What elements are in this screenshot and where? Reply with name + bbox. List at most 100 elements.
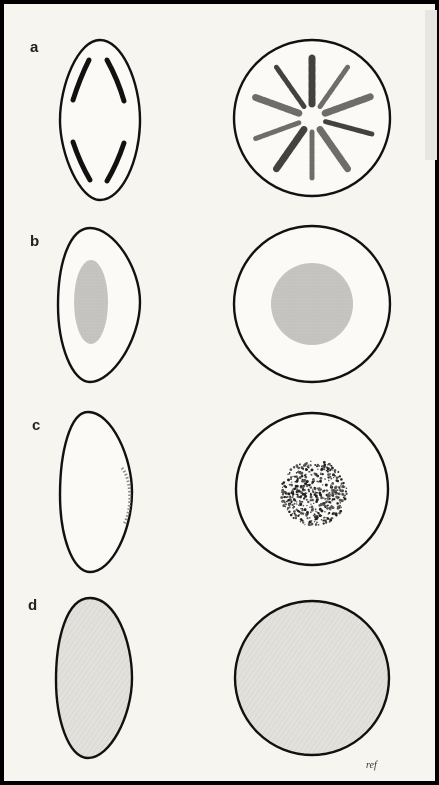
stipple-dot	[331, 492, 333, 494]
stipple-dot	[317, 512, 319, 514]
stipple-dot	[340, 478, 343, 481]
stipple-dot	[303, 486, 305, 488]
stipple-dot	[311, 506, 314, 509]
stipple-dot	[344, 495, 346, 497]
stipple-dot	[291, 490, 293, 492]
stipple-dot	[307, 466, 309, 468]
stipple-dot	[332, 506, 335, 509]
stipple-dot	[343, 485, 344, 486]
stipple-dot	[294, 503, 296, 505]
panel-b: b	[30, 226, 390, 382]
stipple-dot	[334, 472, 336, 474]
stipple-dot	[309, 507, 310, 508]
stipple-dot	[320, 509, 323, 512]
stipple-dot	[310, 499, 312, 501]
stipple-dot	[339, 475, 341, 477]
stipple-dot	[312, 478, 314, 480]
stipple-dot	[336, 476, 339, 479]
stipple-dot	[301, 501, 303, 503]
stipple-dot	[287, 496, 289, 498]
stipple-dot	[290, 468, 293, 471]
stipple-dot	[323, 522, 325, 524]
stipple-dot	[321, 468, 324, 471]
stipple-dot	[282, 494, 284, 496]
stipple-dot	[328, 477, 329, 478]
stipple-dot	[334, 490, 337, 493]
stipple-dot	[297, 510, 299, 512]
stipple-dot	[337, 480, 340, 483]
stipple-dot	[329, 492, 331, 494]
central-gray-disc	[271, 263, 353, 345]
stipple-dot	[326, 470, 327, 471]
stipple-dot	[322, 484, 323, 485]
stipple-dot	[337, 489, 339, 491]
stipple-dot	[306, 480, 309, 483]
stipple-dot	[341, 507, 342, 508]
stipple-dot	[322, 465, 324, 467]
stipple-dot	[324, 478, 325, 479]
stipple-dot	[317, 464, 319, 466]
stipple-dot	[336, 514, 338, 516]
stipple-dot	[284, 496, 286, 498]
stipple-dot	[315, 495, 318, 498]
stipple-dot	[299, 463, 301, 465]
stipple-dot	[319, 477, 322, 480]
stipple-dot	[293, 498, 296, 501]
stipple-dot	[292, 504, 294, 506]
panel-c-side-view	[60, 412, 132, 572]
stipple-dot	[300, 521, 302, 523]
stipple-dot	[310, 486, 313, 489]
stipple-dot	[311, 483, 312, 484]
stipple-dot	[327, 464, 328, 465]
stipple-dot	[282, 500, 284, 502]
stipple-dot	[332, 498, 334, 500]
stipple-dot	[301, 472, 303, 474]
stipple-dot	[294, 476, 296, 478]
stipple-dot	[315, 508, 317, 510]
panel-a-side-view	[60, 40, 140, 200]
stipple-dot	[319, 480, 322, 483]
stipple-dot	[304, 484, 305, 485]
stipple-dot	[306, 496, 307, 497]
panel-c: c	[32, 412, 388, 572]
stipple-dot	[295, 517, 298, 520]
stipple-dot	[299, 503, 302, 506]
stipple-dot	[337, 506, 340, 509]
stipple-dot	[328, 463, 329, 464]
stipple-dot	[306, 505, 307, 506]
stipple-dot	[310, 493, 312, 495]
stipple-dot	[326, 517, 327, 518]
stipple-dot	[309, 471, 311, 473]
stipple-dot	[322, 473, 324, 475]
stipple-dot	[291, 501, 293, 503]
stipple-dot	[307, 464, 309, 466]
stipple-dot	[315, 493, 316, 494]
stipple-dot	[320, 503, 323, 506]
stipple-dot	[303, 464, 306, 467]
stipple-dot	[325, 521, 327, 523]
stipple-dot	[338, 493, 340, 495]
panel-d-label: d	[28, 597, 37, 614]
stipple-dot	[337, 503, 339, 505]
stipple-dot	[308, 491, 309, 492]
stipple-dot	[343, 487, 344, 488]
stipple-dot	[329, 519, 332, 522]
stipple-dot	[282, 504, 285, 507]
stipple-dot	[323, 517, 325, 519]
stipple-dot	[316, 476, 317, 477]
stipple-dot	[316, 521, 317, 522]
stipple-dot	[305, 492, 306, 493]
stipple-dot	[329, 498, 331, 500]
stipple-dot	[288, 504, 291, 507]
stipple-dot	[283, 481, 286, 484]
stipple-dot	[328, 513, 329, 514]
stipple-dot	[291, 481, 292, 482]
stipple-dot	[327, 471, 329, 473]
stipple-dot	[292, 492, 294, 494]
stipple-dot	[296, 494, 297, 495]
stipple-dot	[330, 484, 332, 486]
stipple-dot	[320, 474, 321, 475]
stipple-dot	[313, 503, 314, 504]
stipple-dot	[312, 488, 313, 489]
